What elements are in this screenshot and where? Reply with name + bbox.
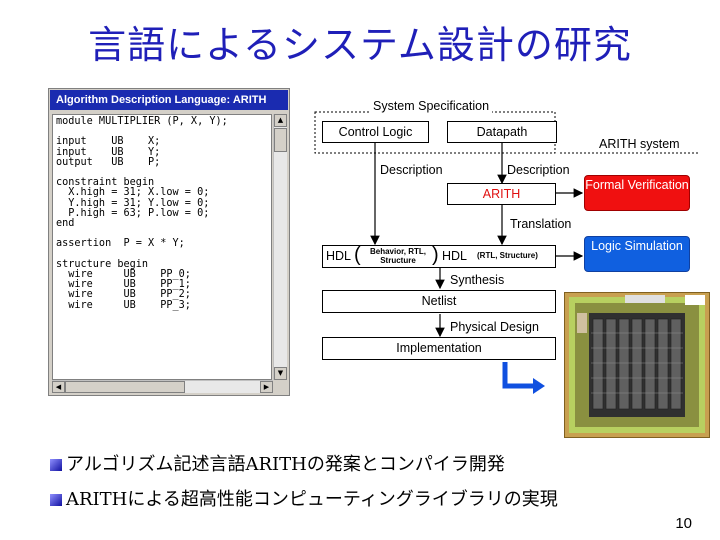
bullet-item: アルゴリズム記述言語ARITHの発案とコンパイラ開発 <box>50 450 505 476</box>
code-editor[interactable]: module MULTIPLIER (P, X, Y); input UB X;… <box>52 114 272 380</box>
formal-verification-box: Formal Verification <box>584 175 690 211</box>
code-window-header: Algorithm Description Language: ARITH <box>50 90 288 110</box>
code-window: Algorithm Description Language: ARITH mo… <box>48 88 290 396</box>
system-spec-label: System Specification <box>370 99 493 113</box>
horizontal-scroll-thumb[interactable] <box>65 381 185 393</box>
bullet-text: アルゴリズム記述言語ARITHの発案とコンパイラ開発 <box>66 454 505 475</box>
paren-open-icon: ( <box>354 244 361 266</box>
physical-design-label: Physical Design <box>450 320 539 334</box>
implementation-box: Implementation <box>322 337 556 360</box>
bullet-square-icon <box>50 494 62 506</box>
vertical-scroll-thumb[interactable] <box>274 128 287 152</box>
scroll-right-icon[interactable]: ▶ <box>260 381 273 393</box>
scroll-up-icon[interactable]: ▲ <box>274 114 287 127</box>
chip-layout-graphic <box>569 295 705 433</box>
description-left-label: Description <box>380 163 443 177</box>
arrow-to-chip <box>502 362 535 389</box>
bullet-square-icon <box>50 459 62 471</box>
arith-box: ARITH <box>447 183 556 205</box>
logic-simulation-box: Logic Simulation <box>584 236 690 272</box>
arith-system-label: ARITH system <box>599 137 680 151</box>
vertical-scrollbar[interactable]: ▲ ▼ <box>273 114 287 380</box>
netlist-box: Netlist <box>322 290 556 313</box>
bullet-item: ARITHによる超高性能コンピューティングライブラリの実現 <box>50 485 558 511</box>
bullet-text: ARITHによる超高性能コンピューティングライブラリの実現 <box>66 489 558 510</box>
synthesis-label: Synthesis <box>450 273 505 287</box>
slide-title: 言語によるシステム設計の研究 <box>88 23 632 67</box>
control-logic-box: Control Logic <box>322 121 429 143</box>
scroll-down-icon[interactable]: ▼ <box>274 367 287 380</box>
hdl-box: HDL ( Behavior, RTL, Structure ) HDL (RT… <box>322 244 556 268</box>
translation-label: Translation <box>510 217 572 231</box>
chip-layout-image <box>564 292 710 438</box>
code-text: module MULTIPLIER (P, X, Y); input UB X;… <box>56 116 228 311</box>
hdl-left-note: Behavior, RTL, Structure <box>369 247 426 265</box>
paren-close-icon: ) <box>432 244 439 266</box>
datapath-box: Datapath <box>447 121 557 143</box>
horizontal-scrollbar[interactable]: ◀ ▶ <box>52 380 273 393</box>
page-number: 10 <box>675 515 692 532</box>
scroll-left-icon[interactable]: ◀ <box>52 381 65 393</box>
description-right-label: Description <box>507 163 570 177</box>
hdl-right-note: (RTL, Structure) <box>477 251 538 260</box>
hdl-left-label: HDL <box>326 249 352 263</box>
hdl-right-label: HDL <box>442 249 468 263</box>
